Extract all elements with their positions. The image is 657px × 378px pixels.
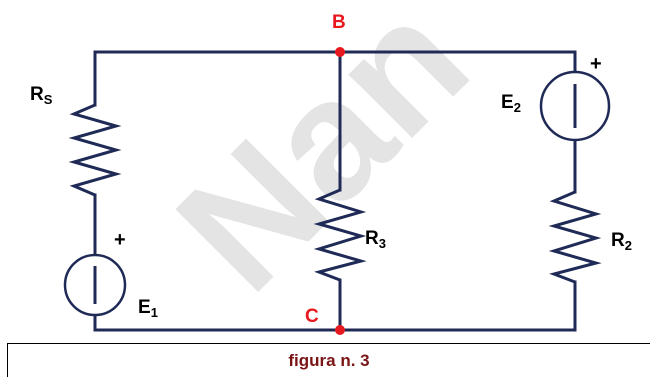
resistor-r2: [548, 190, 602, 284]
node-c-dot: [335, 325, 345, 335]
watermark: Nan: [142, 0, 503, 326]
caption-box: figura n. 3: [7, 343, 650, 377]
node-b-dot: [335, 47, 345, 57]
label-r2-main: R: [611, 230, 625, 251]
label-e2-main: E: [501, 92, 514, 113]
label-e1: E1: [138, 297, 158, 320]
resistor-r3: [313, 188, 367, 282]
label-e2-sub: 2: [514, 100, 521, 115]
resistor-rs: [68, 103, 122, 197]
label-rs: RS: [30, 84, 53, 107]
plus-e1: +: [114, 229, 126, 251]
source-e1: [63, 253, 127, 317]
circuit-diagram: Nan B C RS E1 E2 R3 R2 + +: [30, 0, 632, 335]
plus-e2: +: [590, 53, 602, 75]
figure-caption: figura n. 3: [288, 351, 370, 370]
node-c-label: C: [305, 306, 319, 327]
label-r3-sub: 3: [379, 236, 386, 251]
label-e1-sub: 1: [151, 305, 158, 320]
source-e2: [539, 70, 611, 142]
label-e2: E2: [501, 92, 521, 115]
node-b-label: B: [332, 12, 346, 33]
label-rs-main: R: [30, 84, 44, 105]
watermark-text: Nan: [142, 0, 503, 326]
label-rs-sub: S: [44, 92, 53, 107]
label-e1-main: E: [138, 297, 151, 318]
label-r3-main: R: [365, 228, 379, 249]
label-r3: R3: [365, 228, 386, 251]
label-r2: R2: [611, 230, 632, 253]
label-r2-sub: 2: [625, 238, 632, 253]
